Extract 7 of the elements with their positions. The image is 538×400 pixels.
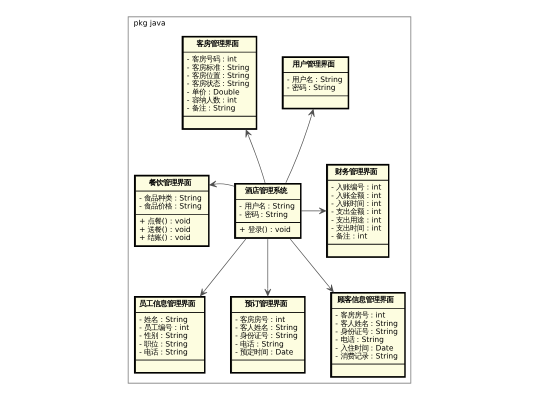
arrow — [300, 208, 326, 214]
arrow — [208, 180, 234, 188]
arrow — [264, 238, 271, 296]
arrow — [244, 130, 265, 184]
arrow — [289, 238, 334, 292]
arrow — [200, 238, 246, 296]
arrow — [285, 109, 314, 184]
